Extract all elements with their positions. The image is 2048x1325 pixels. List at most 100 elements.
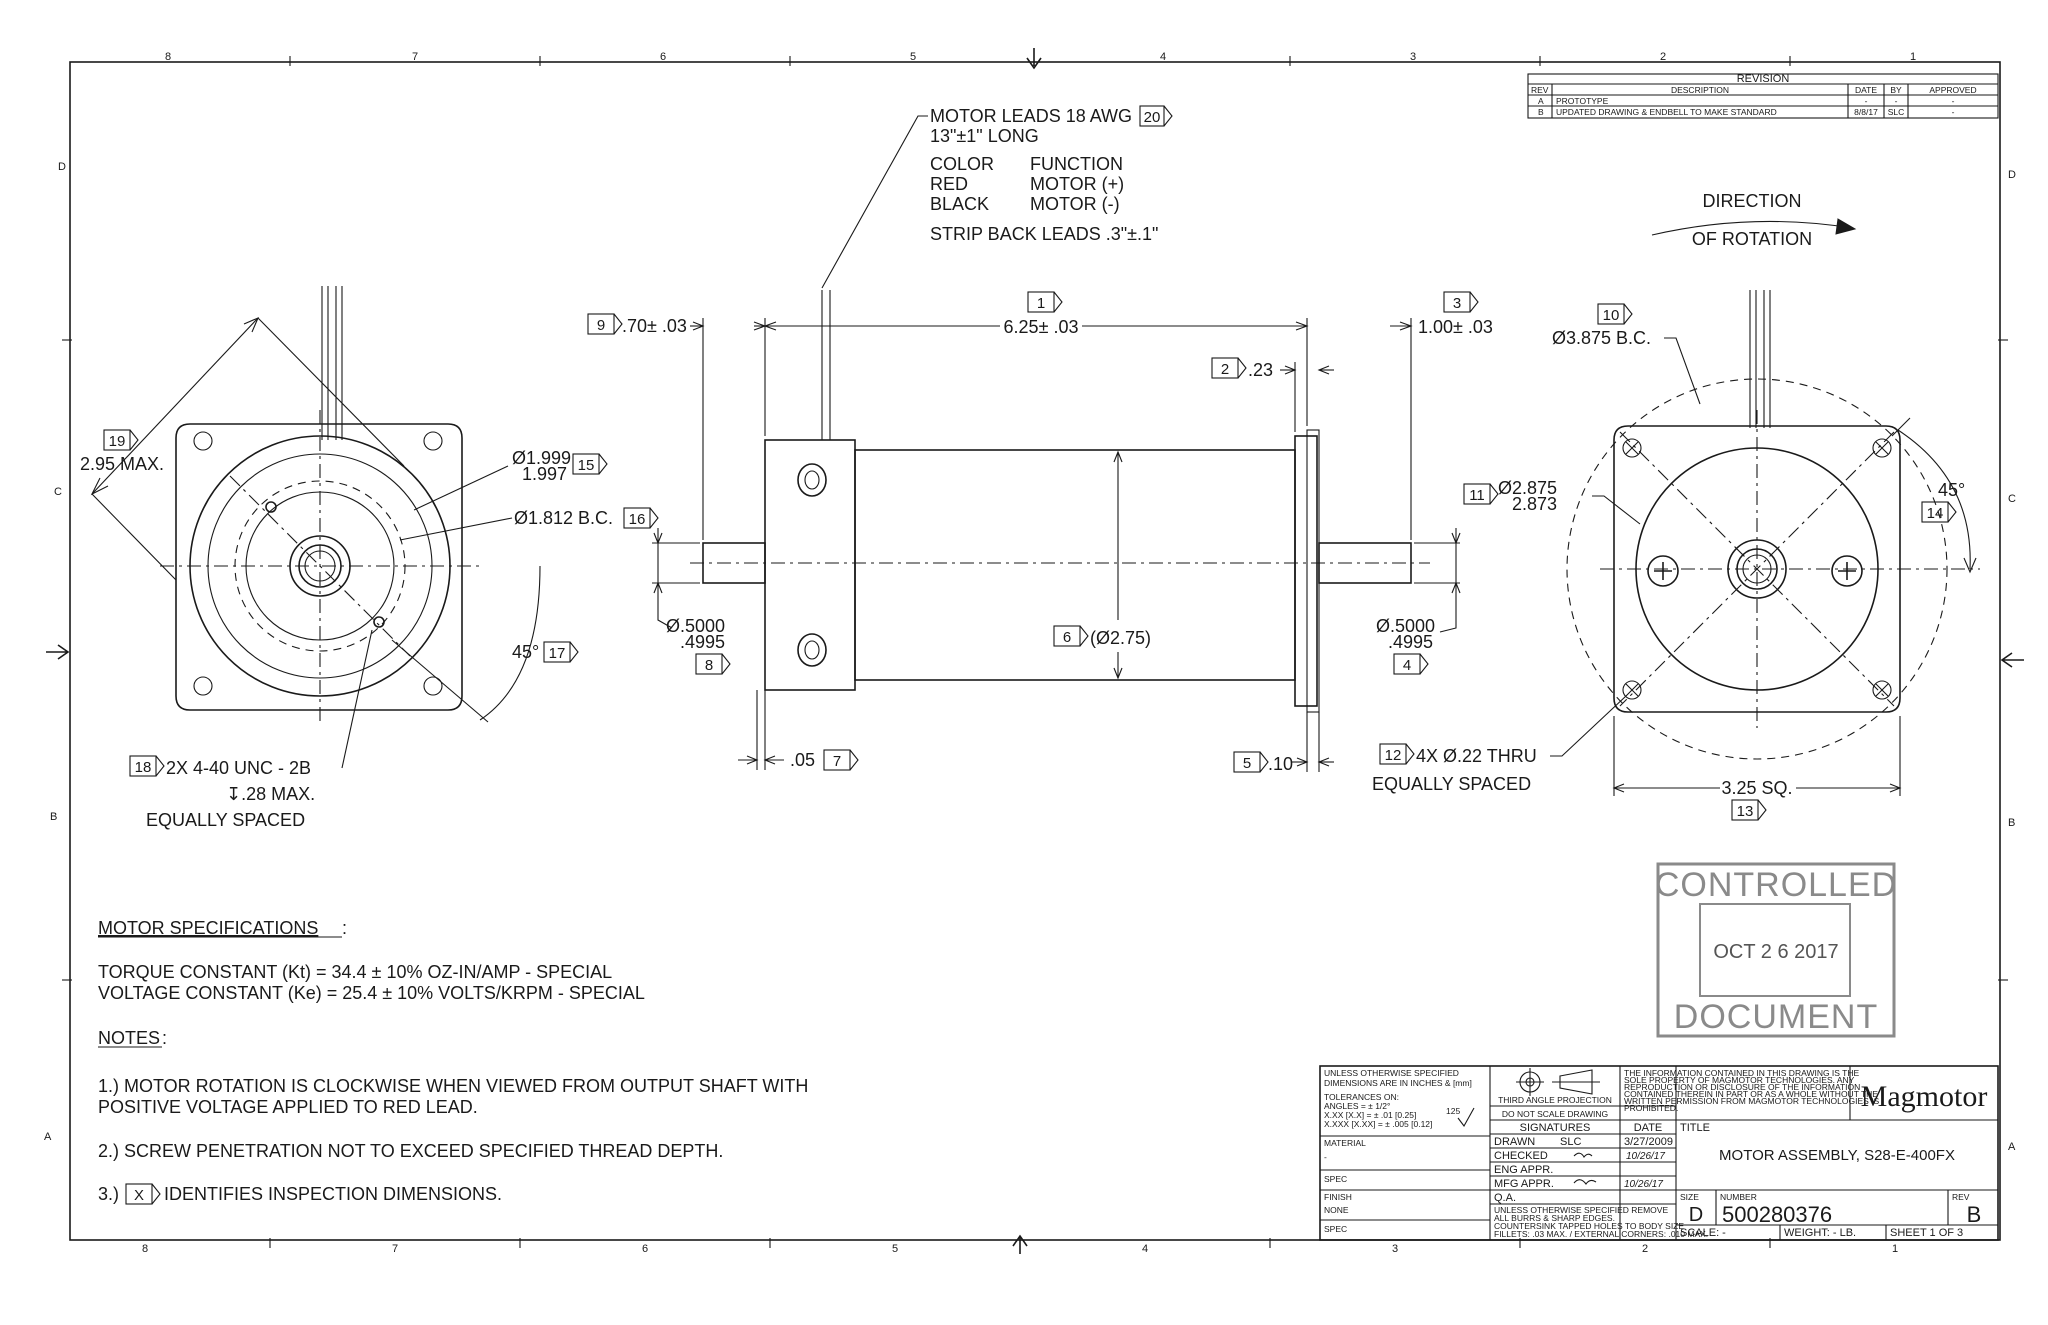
mfg-date: 10/26/17 — [1624, 1179, 1663, 1190]
revision-cell: PROTOTYPE — [1556, 96, 1609, 106]
inspection-tag — [129, 755, 157, 777]
zone-label: 7 — [412, 51, 418, 63]
magmotor-logo: Magmotor — [1861, 1080, 1988, 1113]
zone-label: 1 — [1892, 1243, 1898, 1255]
finish-label: FINISH — [1324, 1192, 1352, 1202]
note-3-tag: X — [134, 1187, 144, 1204]
revision-cell: - — [1952, 96, 1955, 106]
dim-5-tag: 5 — [1243, 755, 1251, 772]
dim-15-b: 1.997 — [522, 464, 567, 484]
dim-4-b: .4995 — [1388, 632, 1433, 652]
dim-9-tag: 9 — [597, 317, 605, 334]
rev-value: B — [1967, 1202, 1982, 1227]
zone-label: 7 — [392, 1243, 398, 1255]
inspection-tag — [1393, 653, 1421, 675]
dim-7-tag: 7 — [833, 753, 841, 770]
mfg-appr-label: MFG APPR. — [1494, 1178, 1554, 1190]
dim-4-a: Ø.5000 — [1376, 616, 1435, 636]
leads-red: RED — [930, 174, 968, 194]
zone-labels-bottom: 8 7 6 5 4 3 2 1 — [142, 1243, 1898, 1255]
notes-heading-suffix: : — [162, 1028, 167, 1048]
revision-header: APPROVED — [1929, 85, 1976, 95]
revision-cell: A — [1538, 96, 1544, 106]
dim-2: .23 — [1248, 360, 1273, 380]
dim-11-b: 2.873 — [1512, 494, 1557, 514]
dim-13: 3.25 SQ. — [1721, 778, 1792, 798]
stamp-top: CONTROLLED — [1655, 866, 1897, 904]
motor-leads-note: MOTOR LEADS 18 AWG 20 13"±1" LONG COLOR … — [821, 105, 1173, 289]
revision-cell: - — [1865, 96, 1868, 106]
qa-label: Q.A. — [1494, 1192, 1516, 1204]
signatures-head: SIGNATURES — [1520, 1122, 1591, 1134]
dim-8-b: .4995 — [680, 632, 725, 652]
dim-3-tag: 3 — [1453, 295, 1461, 312]
burr-line4: FILLETS: .03 MAX. / EXTERNAL CORNERS: .0… — [1494, 1229, 1708, 1239]
checked-date: 10/26/17 — [1626, 1151, 1665, 1162]
dim-16: Ø1.812 B.C. — [514, 508, 613, 528]
dim-2-tag: 2 — [1221, 361, 1229, 378]
revision-header: DATE — [1855, 85, 1877, 95]
dim-19: 2.95 MAX. — [80, 454, 164, 474]
inspection-tag — [1463, 483, 1491, 505]
sheet: SHEET 1 OF 3 — [1890, 1227, 1963, 1239]
zone-label: 4 — [1160, 51, 1166, 63]
prop-line2: SOLE PROPERTY OF MAGMOTOR TECHNOLOGIES. … — [1624, 1075, 1855, 1085]
revision-table: REVISION REV DESCRIPTION DATE BY APPROVE… — [1527, 73, 1999, 119]
zone-label: 5 — [910, 51, 916, 63]
dim-6: (Ø2.75) — [1090, 628, 1151, 648]
inspection-tag — [1139, 105, 1165, 127]
inspection-tag — [695, 653, 723, 675]
torque-constant: TORQUE CONSTANT (Kt) = 34.4 ± 10% OZ-IN/… — [98, 962, 612, 982]
zone-labels-right: D C B A — [2008, 169, 2016, 1153]
inspection-tag — [1379, 743, 1407, 765]
zone-label: 6 — [660, 51, 666, 63]
inspection-tag — [1027, 291, 1055, 313]
tol-line2: DIMENSIONS ARE IN INCHES & [mm] — [1324, 1078, 1472, 1088]
tol-line4: ANGLES = ± 1/2° — [1324, 1101, 1390, 1111]
revision-header: DESCRIPTION — [1671, 85, 1729, 95]
rotation-line1: DIRECTION — [1703, 191, 1802, 211]
dim-7: .05 — [790, 750, 815, 770]
checked-signature — [1573, 1152, 1593, 1158]
dim-1-tag: 1 — [1037, 295, 1045, 312]
zone-label: D — [58, 161, 66, 173]
inspection-tag — [587, 313, 615, 335]
inspection-tag — [1053, 625, 1081, 647]
note-3-prefix: 3.) — [98, 1184, 119, 1204]
prop-line3: REPRODUCTION OR DISCLOSURE OF THE INFORM… — [1624, 1082, 1860, 1092]
zone-label: A — [44, 1131, 52, 1143]
drawing-title: MOTOR ASSEMBLY, S28-E-400FX — [1719, 1147, 1955, 1164]
zone-label: 8 — [142, 1243, 148, 1255]
dim-17: 45° — [512, 642, 539, 662]
inspection-tag — [1731, 799, 1759, 821]
leads-red-fn: MOTOR (+) — [1030, 174, 1124, 194]
finish-value: NONE — [1324, 1205, 1349, 1215]
specifications-notes: MOTOR SPECIFICATIONS : TORQUE CONSTANT (… — [98, 918, 808, 1205]
prop-line6: PROHIBITED. — [1624, 1103, 1678, 1113]
note-1-line2: POSITIVE VOLTAGE APPLIED TO RED LEAD. — [98, 1097, 478, 1117]
inspection-tag — [1233, 751, 1261, 773]
zone-label: B — [2008, 817, 2015, 829]
revision-cell: - — [1952, 107, 1955, 117]
screw-icon — [1654, 562, 1672, 580]
side-view: 9 .70± .03 1 6.25± .03 3 1.00± .03 2 .23 — [587, 290, 1493, 774]
drawn-date: 3/27/2009 — [1624, 1136, 1673, 1148]
dim-18-line1: 2X 4-40 UNC - 2B — [166, 758, 311, 778]
leads-function-head: FUNCTION — [1030, 154, 1123, 174]
zone-label: 2 — [1642, 1243, 1648, 1255]
inspection-tag — [1921, 501, 1949, 523]
mfg-signature — [1573, 1179, 1597, 1185]
zone-label: D — [2008, 169, 2016, 181]
material-label: MATERIAL — [1324, 1138, 1366, 1148]
direction-of-rotation: DIRECTION OF ROTATION — [1651, 191, 1857, 249]
inspection-tag — [1443, 291, 1471, 313]
prop-line1: THE INFORMATION CONTAINED IN THIS DRAWIN… — [1624, 1068, 1860, 1078]
dim-12-tag: 12 — [1385, 747, 1402, 764]
inspection-tag — [543, 641, 571, 663]
do-not-scale: DO NOT SCALE DRAWING — [1502, 1109, 1608, 1119]
note-2: 2.) SCREW PENETRATION NOT TO EXCEED SPEC… — [98, 1141, 723, 1161]
zone-label: 1 — [1910, 51, 1916, 63]
scale: SCALE: - — [1680, 1227, 1726, 1239]
dim-10-tag: 10 — [1603, 307, 1620, 324]
